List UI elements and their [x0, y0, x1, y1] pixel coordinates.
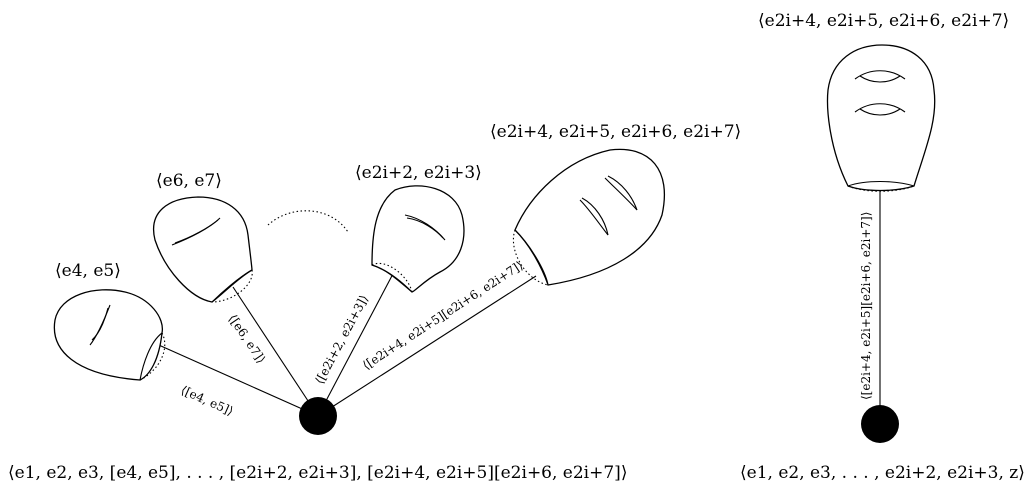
right-handle-2 [854, 103, 906, 113]
edge-label-right: ⟨[e2i+4, e2i+5][e2i+6, e2i+7]⟩ [859, 212, 873, 400]
edge-line-4 [317, 275, 537, 417]
label-g4: ⟨e2i+4, e2i+5, e2i+6, e2i+7⟩ [490, 122, 741, 142]
central-vertex [299, 397, 337, 435]
label-right-top: ⟨e2i+4, e2i+5, e2i+6, e2i+7⟩ [758, 11, 1009, 31]
edge-line-2 [232, 286, 319, 417]
label-g3: ⟨e2i+2, e2i+3⟩ [355, 163, 482, 183]
handle-1 [89, 304, 111, 346]
surface-4 [512, 148, 666, 286]
edge-line-3 [317, 269, 396, 417]
right-handle-1 [854, 70, 906, 80]
surface-3 [371, 185, 465, 293]
handle-4a [579, 199, 609, 236]
handle-4b [604, 177, 638, 211]
right-surface [826, 44, 936, 192]
ellipsis-arc [267, 210, 349, 233]
label-g2: ⟨e6, e7⟩ [156, 171, 222, 191]
edge-label-3: ⟨[e2i+2, e2i+3]⟩ [312, 293, 371, 387]
label-bottom-right: ⟨e1, e2, e3, . . . , e2i+2, e2i+3, z⟩ [740, 463, 1025, 483]
label-g1: ⟨e4, e5⟩ [55, 261, 121, 281]
label-bottom-left: ⟨e1, e2, e3, [e4, e5], . . . , [e2i+2, e… [8, 463, 627, 483]
edge-label-2: ⟨[e6, e7]⟩ [226, 312, 269, 366]
edge-label-1: ⟨[e4, e5]⟩ [179, 383, 236, 418]
surface-2 [153, 196, 253, 303]
surface-1 [53, 289, 166, 381]
edge-line-1 [151, 341, 319, 417]
right-vertex [861, 405, 899, 443]
edge-label-4: ⟨[e2i+4, e2i+5][e2i+6, e2i+7]⟩ [360, 258, 526, 372]
